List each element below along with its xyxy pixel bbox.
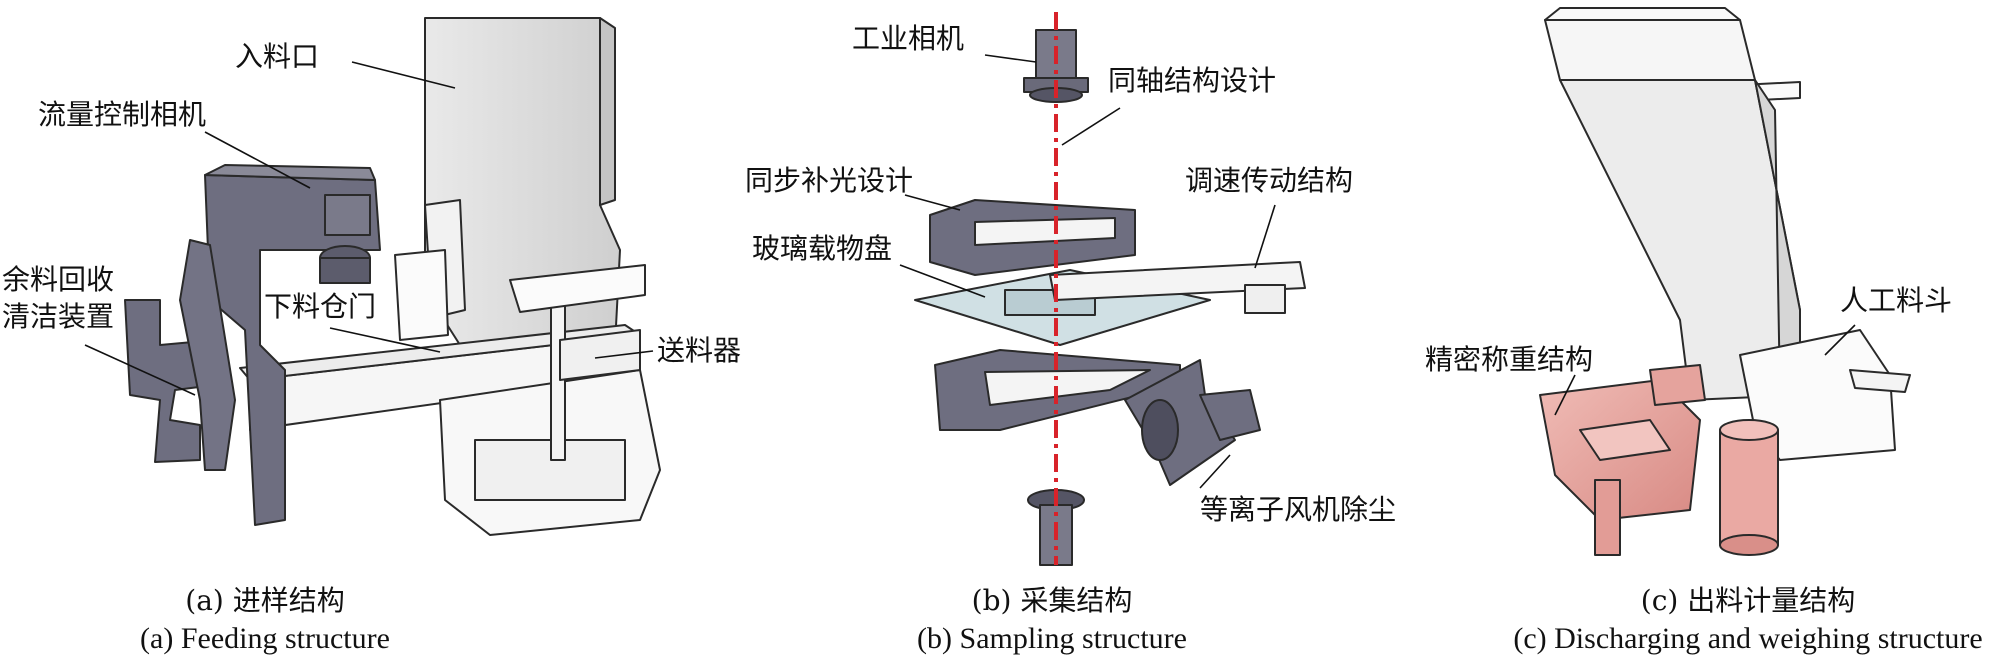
label-inlet: 入料口 bbox=[235, 40, 320, 73]
panel-a-leaders bbox=[84, 61, 654, 396]
panel-c-leaders bbox=[1554, 324, 1856, 416]
panel-a-base-bar-top bbox=[239, 324, 641, 381]
leader-speed-drive bbox=[1254, 204, 1276, 269]
label-gate: 下料仓门 bbox=[264, 290, 377, 323]
caption-a-cn: (a) 进样结构 bbox=[185, 584, 345, 617]
panel-a-hopper-side bbox=[599, 17, 616, 206]
panel-a-drawing bbox=[124, 17, 661, 536]
panel-b-light-frame-hole bbox=[974, 217, 1116, 246]
panel-c-weighing-post bbox=[1594, 479, 1621, 556]
panel-b-fan-opening bbox=[1141, 399, 1179, 461]
panel-a-camera-frame-top bbox=[204, 164, 376, 181]
panel-b-lower-frame-hole bbox=[984, 369, 1151, 406]
panel-c-top-box-rim bbox=[1544, 7, 1741, 21]
leader-gate bbox=[329, 327, 441, 353]
leader-inlet bbox=[351, 61, 456, 89]
label-coaxial: 同轴结构设计 bbox=[1108, 64, 1277, 97]
panel-c-drawing bbox=[1539, 7, 1911, 556]
caption-b-en: (b) Sampling structure bbox=[917, 622, 1187, 655]
panel-a-gate-door bbox=[394, 249, 449, 341]
label-speed-drive: 调速传动结构 bbox=[1185, 164, 1354, 197]
panel-a-camera-frame bbox=[204, 174, 381, 526]
leader-feeder bbox=[594, 350, 654, 359]
leader-sync-light bbox=[904, 194, 961, 211]
label-manual-hopper: 人工料斗 bbox=[1840, 284, 1953, 317]
label-feeder: 送料器 bbox=[657, 334, 742, 367]
label-residue-line2: 清洁装置 bbox=[2, 300, 115, 333]
panel-c-weighing-arm bbox=[1649, 364, 1706, 406]
panel-a-left-arm bbox=[179, 239, 236, 471]
leader-plasma-fan bbox=[1199, 454, 1231, 489]
label-plasma-fan: 等离子风机除尘 bbox=[1200, 493, 1397, 526]
panel-a-residue-module bbox=[124, 299, 216, 463]
panel-c-manual-hopper-rim bbox=[1849, 369, 1911, 393]
panel-c-cylinder bbox=[1719, 429, 1779, 546]
panel-c-cylinder-top bbox=[1719, 419, 1779, 441]
panel-b-drive-rail bbox=[1049, 261, 1306, 301]
leader-glass-tray bbox=[899, 264, 986, 298]
leader-industrial-camera bbox=[984, 54, 1037, 63]
panel-a-lower-block bbox=[474, 439, 626, 501]
label-weighing: 精密称重结构 bbox=[1425, 343, 1594, 376]
caption-b-cn: (b) 采集结构 bbox=[971, 584, 1133, 617]
panel-a-camera-lens-barrel bbox=[319, 257, 371, 284]
panel-a-camera-body bbox=[324, 194, 371, 236]
caption-c-en: (c) Discharging and weighing structure bbox=[1513, 622, 1983, 655]
panel-c-cylinder-bottom bbox=[1719, 534, 1779, 556]
panel-b-leaders bbox=[899, 54, 1276, 489]
label-glass-tray: 玻璃载物盘 bbox=[752, 232, 893, 265]
panel-b-fan-nozzle bbox=[1199, 389, 1261, 441]
panel-b-drive-block bbox=[1244, 284, 1286, 314]
label-residue-line1: 余料回收 bbox=[2, 263, 115, 296]
label-flow-camera: 流量控制相机 bbox=[38, 98, 207, 131]
leader-weighing bbox=[1554, 374, 1576, 416]
label-industrial-camera: 工业相机 bbox=[852, 22, 965, 55]
panel-a-feeder bbox=[559, 329, 641, 381]
panel-c-weighing-plate bbox=[1579, 419, 1671, 461]
panel-c-top-box bbox=[1544, 19, 1756, 81]
leader-flow-camera bbox=[204, 131, 311, 189]
leader-manual-hopper bbox=[1824, 324, 1856, 356]
leader-coaxial bbox=[1061, 107, 1121, 146]
panel-b-drawing bbox=[914, 29, 1306, 566]
caption-a-en: (a) Feeding structure bbox=[140, 622, 390, 655]
label-sync-light: 同步补光设计 bbox=[745, 164, 914, 197]
leader-residue bbox=[84, 344, 196, 396]
caption-c-cn: (c) 出料计量结构 bbox=[1640, 584, 1856, 617]
panel-a-bracket bbox=[509, 264, 646, 313]
